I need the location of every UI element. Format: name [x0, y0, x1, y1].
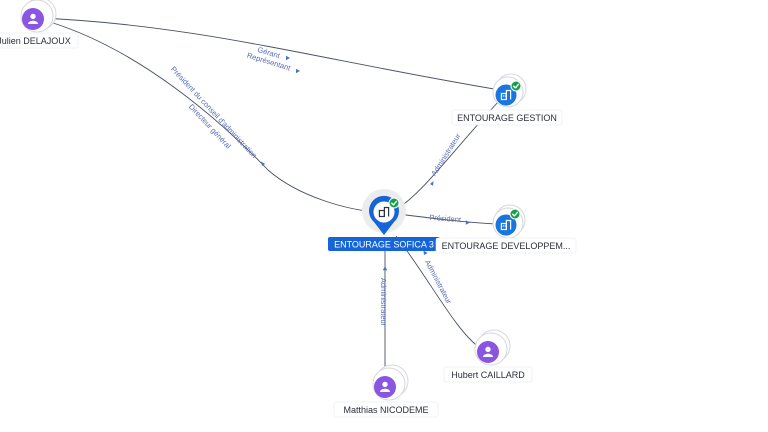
node-label: ENTOURAGE DEVELOPPEM... [442, 241, 571, 251]
arrow-icon [286, 55, 290, 61]
edge-matthias-sofica[interactable]: Administrateur [379, 250, 388, 380]
edge-label: Président [429, 213, 462, 224]
edge-line [39, 17, 501, 91]
arrow-icon [296, 68, 300, 74]
edge-label: Président du conseil d'administration [169, 65, 259, 160]
edge-line [49, 21, 377, 213]
edge-label: Administrateur [379, 278, 388, 327]
verified-check-icon [510, 80, 522, 92]
node-matthias-nicodeme[interactable]: Matthias NICODEME [333, 364, 439, 418]
node-label: ENTOURAGE GESTION [457, 113, 557, 123]
edge-line [397, 213, 497, 225]
arrow-icon [261, 161, 266, 166]
verified-check-icon [388, 197, 400, 209]
edge-label: Administrateur [423, 258, 454, 305]
edge-sofica-developpement[interactable]: Président [397, 213, 497, 225]
edge-julien-sofica[interactable]: Président du conseil d'administration Di… [49, 21, 377, 213]
arrow-icon [465, 220, 470, 225]
node-julien-delajoux[interactable]: Julien DELAJOUX [0, 0, 79, 49]
arrow-icon [382, 266, 388, 271]
node-label: Hubert CAILLARD [451, 370, 525, 380]
node-label: Julien DELAJOUX [0, 36, 71, 46]
node-label: Matthias NICODEME [343, 405, 428, 415]
node-label: ENTOURAGE SOFICA 3 [334, 240, 434, 250]
node-entourage-developpement[interactable]: ENTOURAGE DEVELOPPEM... [435, 204, 577, 254]
node-hubert-caillard[interactable]: Hubert CAILLARD [443, 329, 533, 383]
edge-julien-gestion[interactable]: Gérant Représentant [39, 17, 501, 91]
node-entourage-gestion[interactable]: ENTOURAGE GESTION [451, 73, 563, 126]
arrow-icon [430, 181, 434, 186]
arrow-icon [423, 250, 428, 255]
verified-check-icon [509, 208, 521, 220]
building-icon [378, 206, 390, 218]
node-entourage-sofica-3[interactable]: ENTOURAGE SOFICA 3 [328, 189, 440, 251]
edge-label: Administrateur [429, 131, 463, 177]
